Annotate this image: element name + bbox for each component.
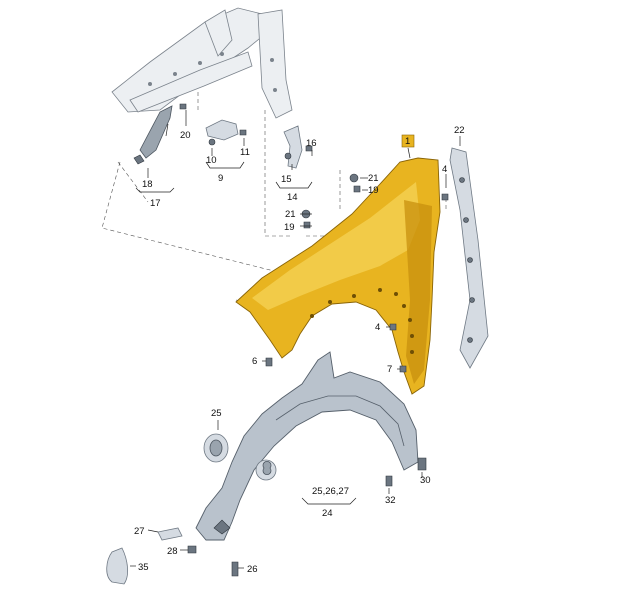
callout-1-box (401, 134, 415, 148)
trim-strip (449, 147, 489, 369)
pin-35 (106, 547, 128, 585)
callout-19-lower: 19 (284, 222, 295, 233)
screw-7 (399, 365, 407, 373)
callout-28: 28 (167, 546, 178, 557)
callout-9: 9 (218, 173, 223, 184)
callouts: 1 4 4 6 7 9 10 11 14 15 16 17 18 19 19 2… (134, 125, 465, 575)
screw-4-upper (441, 193, 449, 201)
nut-28 (187, 545, 197, 554)
callout-25-26-27: 25,26,27 (312, 486, 349, 497)
callout-14: 14 (287, 192, 298, 203)
callout-19-upper: 19 (368, 185, 379, 196)
callout-17: 17 (150, 198, 161, 209)
callout-21-upper: 21 (368, 173, 379, 184)
callout-21-lower: 21 (285, 209, 296, 220)
screw-6 (265, 357, 273, 367)
callout-15: 15 (281, 174, 292, 185)
callout-18: 18 (142, 179, 153, 190)
callout-10: 10 (206, 155, 217, 166)
leader-lines (130, 110, 461, 569)
callout-26: 26 (247, 564, 258, 575)
cap-25 (203, 433, 229, 463)
callout-24: 24 (322, 508, 333, 519)
screw-30 (417, 457, 427, 471)
callout-7: 7 (387, 364, 392, 375)
screw-32 (385, 475, 393, 487)
fender (235, 157, 441, 395)
callout-30: 30 (420, 475, 431, 486)
bracket-14 (283, 125, 313, 169)
callout-1: 1 (405, 136, 410, 147)
callout-4-lower: 4 (375, 322, 380, 333)
screw-21-19-upper (349, 173, 361, 193)
callout-20: 20 (180, 130, 191, 141)
screw-4-lower (389, 323, 397, 331)
callout-11: 11 (240, 147, 250, 158)
screw-21-19-lower (301, 209, 311, 229)
callout-32: 32 (385, 495, 396, 506)
callout-16: 16 (306, 138, 317, 149)
bracket-17 (133, 103, 187, 165)
callout-35: 35 (138, 562, 149, 573)
callout-27: 27 (134, 526, 145, 537)
callout-4-upper: 4 (442, 164, 447, 175)
callout-22: 22 (454, 125, 465, 136)
screw-26 (231, 561, 239, 577)
body-frame (111, 7, 293, 119)
wheel-housing-liner (195, 351, 419, 541)
bracket-9 (205, 119, 247, 146)
callout-6: 6 (252, 356, 257, 367)
clip-27 (157, 527, 183, 541)
callout-25: 25 (211, 408, 222, 419)
